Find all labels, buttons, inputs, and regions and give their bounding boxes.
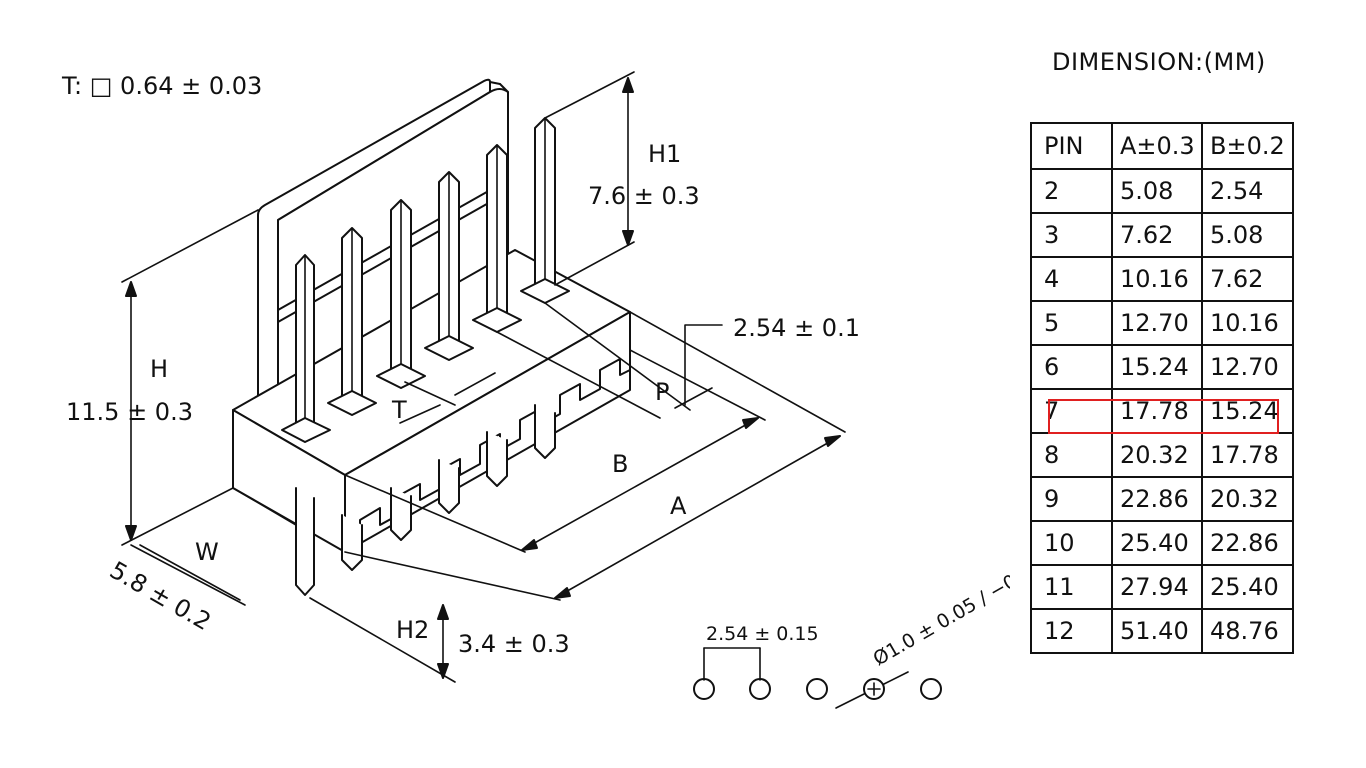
pin xyxy=(520,117,570,304)
pin xyxy=(424,171,474,361)
column-header-pin: PIN xyxy=(1030,122,1113,170)
h-dimension: H 11.5 ± 0.3 xyxy=(66,209,259,546)
thickness-note: T: □ 0.64 ± 0.03 xyxy=(61,72,262,100)
svg-text:B: B xyxy=(612,450,628,478)
t-dimension: T xyxy=(391,372,496,424)
svg-text:H: H xyxy=(150,355,168,383)
svg-text:7.6 ± 0.3: 7.6 ± 0.3 xyxy=(588,182,700,210)
a-dimension: A xyxy=(344,311,846,601)
connector-drawing: T: □ 0.64 ± 0.03 xyxy=(61,71,1011,709)
pin xyxy=(472,144,522,333)
svg-text:11.5 ± 0.3: 11.5 ± 0.3 xyxy=(66,398,193,426)
dimension-table-title: DIMENSION:(MM) xyxy=(1052,48,1266,76)
svg-text:5.8 ± 0.2: 5.8 ± 0.2 xyxy=(105,556,216,636)
svg-text:A: A xyxy=(670,492,687,520)
column-header-b: B±0.2 xyxy=(1201,122,1294,170)
pcb-hole-layout: 2.54 ± 0.15 Ø1.0 ± 0.05 / −0 xyxy=(693,570,1011,709)
svg-text:W: W xyxy=(195,538,219,566)
svg-text:P: P xyxy=(655,378,669,406)
svg-text:H2: H2 xyxy=(396,616,429,644)
h2-dimension: H2 3.4 ± 0.3 xyxy=(309,597,570,683)
w-dimension: W 5.8 ± 0.2 xyxy=(105,487,297,636)
table-header-row: PIN A±0.3 B±0.2 xyxy=(1030,122,1294,170)
svg-text:2.54 ± 0.1: 2.54 ± 0.1 xyxy=(733,314,860,342)
column-header-a: A±0.3 xyxy=(1111,122,1203,170)
pitch-dimension: 2.54 ± 0.1 P xyxy=(496,302,860,419)
svg-text:H1: H1 xyxy=(648,140,681,168)
pin xyxy=(327,227,377,416)
pin xyxy=(376,199,426,389)
pins xyxy=(281,117,570,596)
svg-text:3.4 ± 0.3: 3.4 ± 0.3 xyxy=(458,630,570,658)
h1-dimension: H1 7.6 ± 0.3 xyxy=(544,71,700,286)
svg-text:T: T xyxy=(391,396,407,424)
pin xyxy=(281,254,331,443)
svg-text:Ø1.0 ± 0.05 / −0: Ø1.0 ± 0.05 / −0 xyxy=(870,570,1011,670)
svg-text:2.54 ± 0.15: 2.54 ± 0.15 xyxy=(706,623,819,645)
b-dimension: B xyxy=(344,349,766,553)
